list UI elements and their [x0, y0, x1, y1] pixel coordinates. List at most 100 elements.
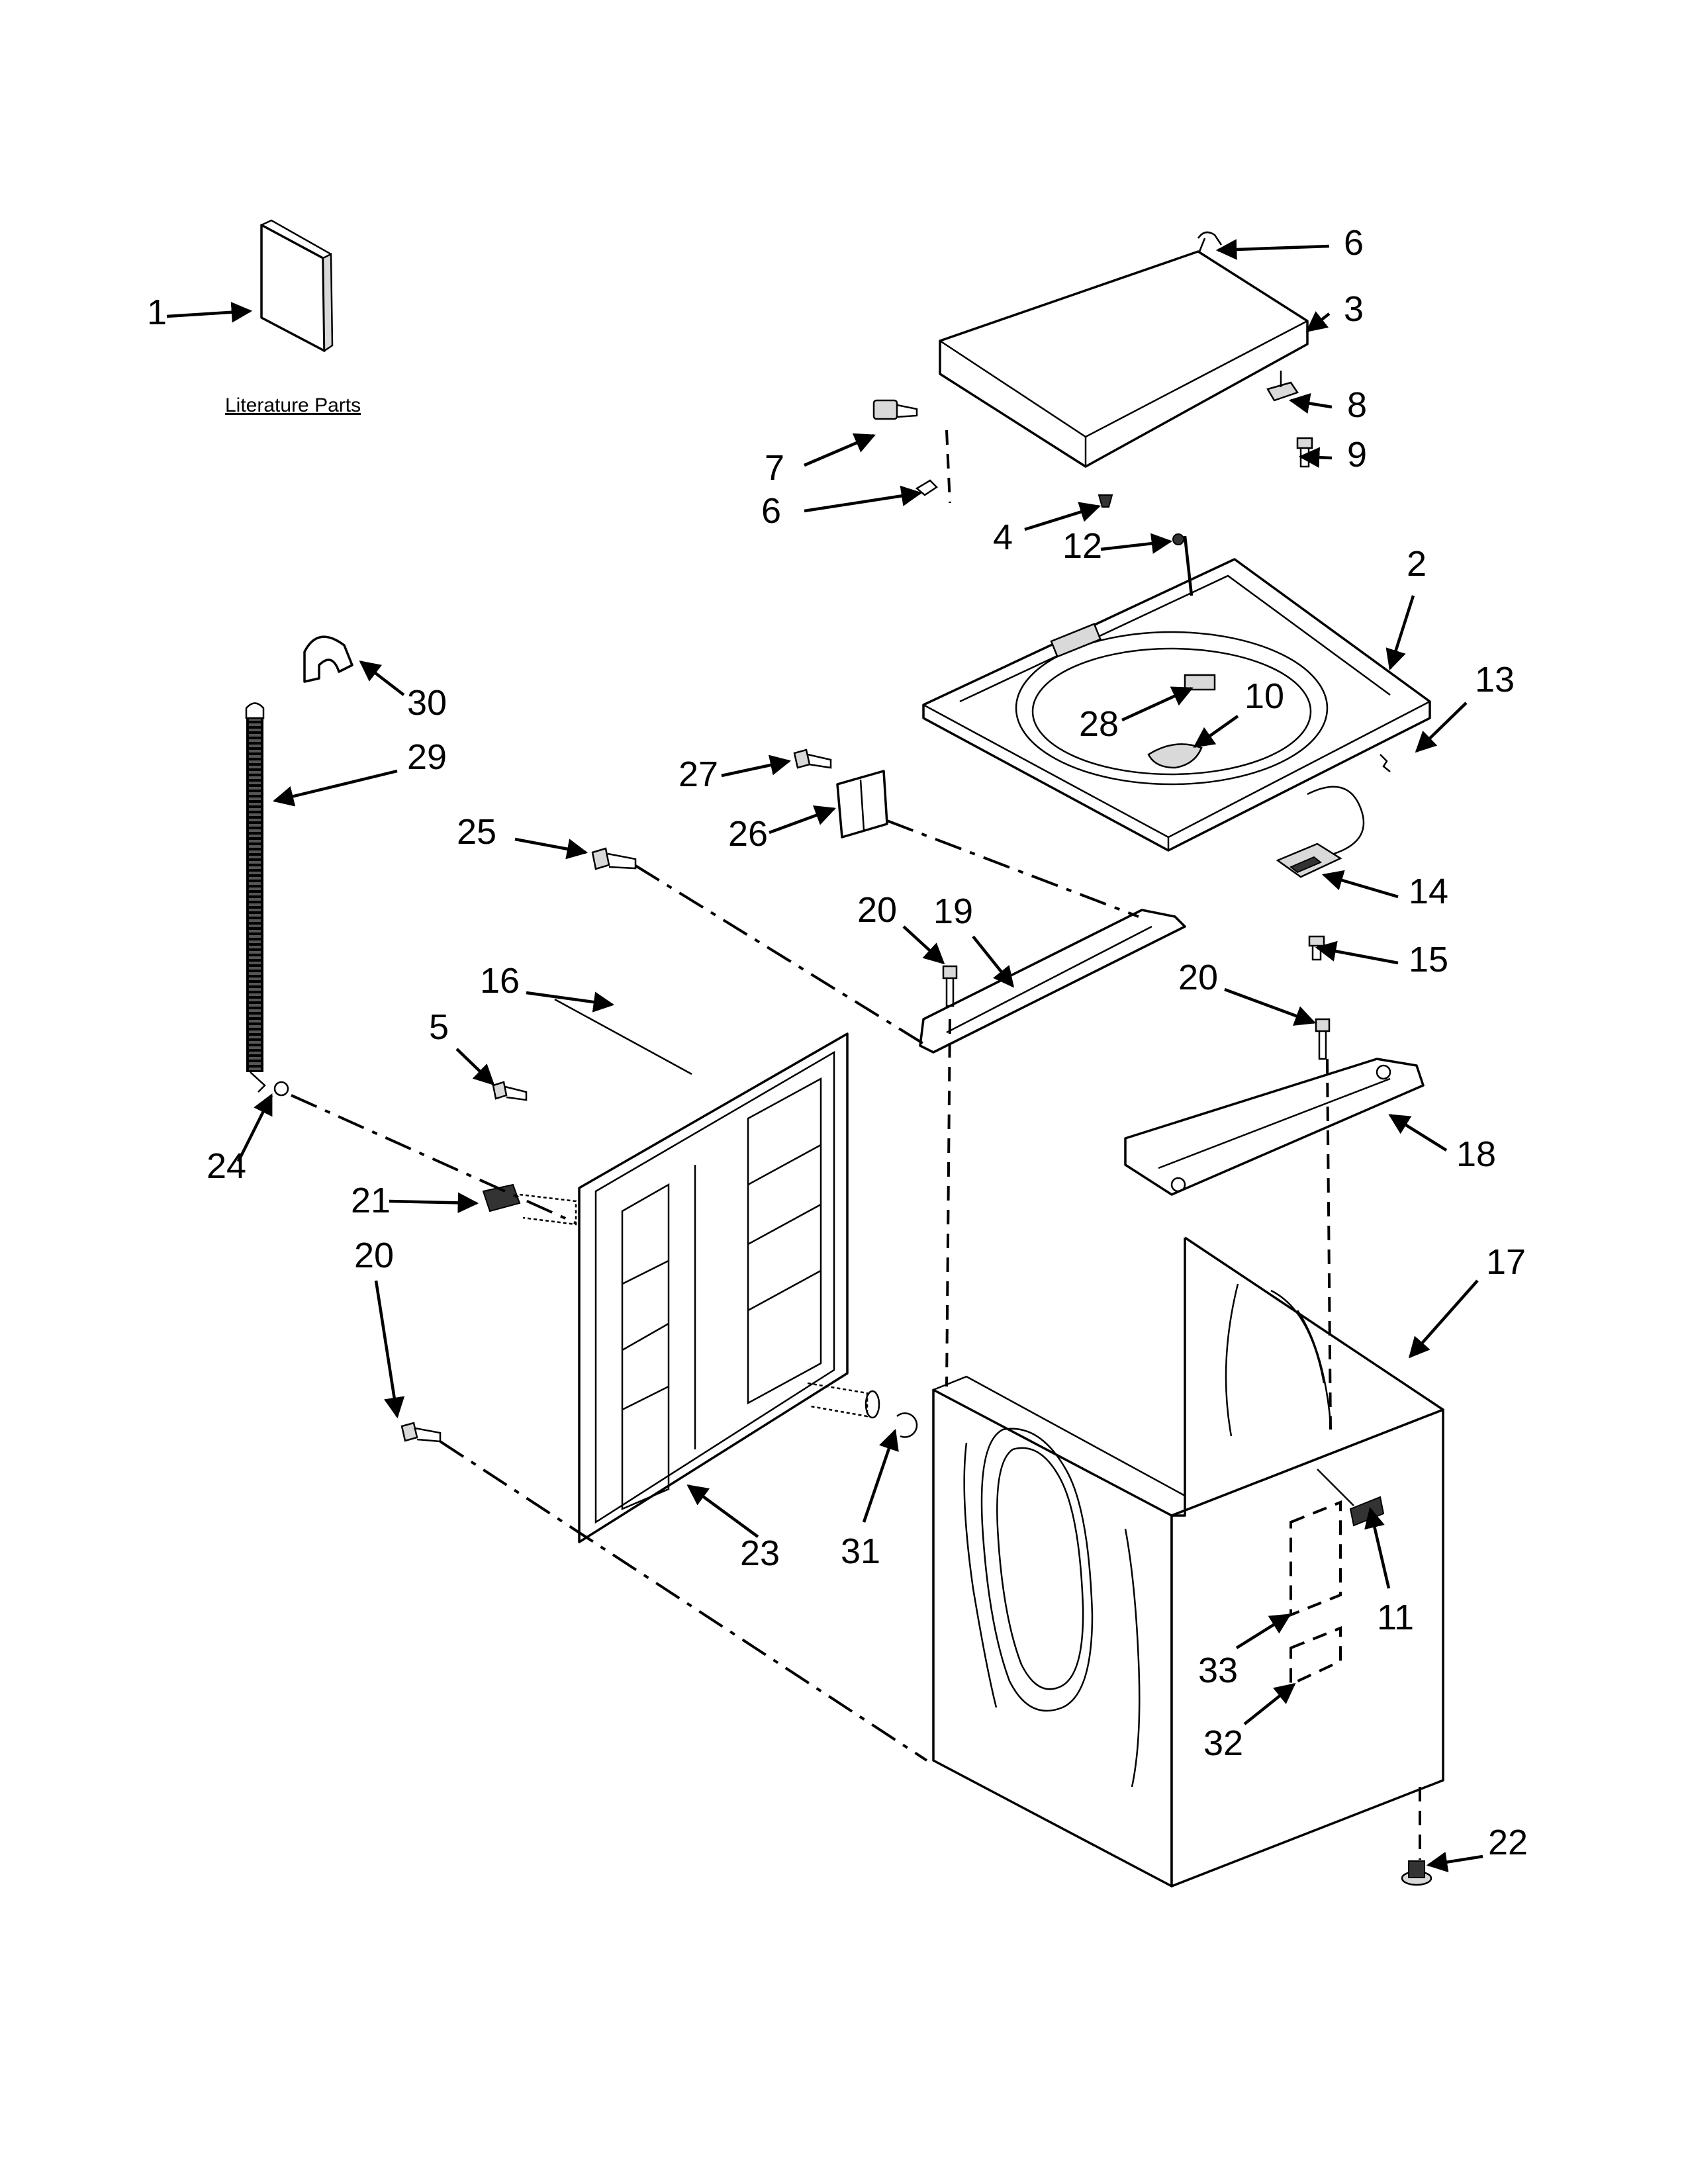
callout-leader [804, 485, 923, 513]
callout-number: 33 [1198, 1651, 1238, 1690]
callout-number: 1 [147, 293, 167, 332]
screw-20-top [942, 965, 958, 1007]
callout-number: 29 [407, 737, 447, 777]
callout-leader [1024, 502, 1102, 531]
callout-number: 19 [933, 891, 973, 931]
callout-number: 7 [765, 448, 784, 488]
lid-switch [1276, 786, 1365, 878]
callout-leader [804, 433, 876, 467]
callout-leader [862, 1429, 899, 1523]
callout-number: 6 [1344, 223, 1364, 263]
callout-leader [1385, 595, 1415, 671]
fabric-softener-cup [1147, 743, 1203, 769]
callout-number: 5 [429, 1007, 449, 1047]
callout-leader [166, 302, 253, 323]
water-inlet [482, 1183, 577, 1226]
latch-screw [1296, 437, 1313, 468]
callout-leader [1426, 1852, 1483, 1873]
callout-leader [1224, 987, 1316, 1026]
callout-number: 20 [354, 1236, 394, 1275]
cabinet [932, 1236, 1444, 1888]
callout-leader [389, 1192, 479, 1214]
hinge-pin-top [1197, 231, 1223, 252]
callout-number: 9 [1347, 435, 1367, 475]
callout-leader [1100, 533, 1173, 554]
callout-number: 30 [407, 683, 447, 723]
callout-leader [769, 805, 836, 835]
callout-number: 32 [1203, 1723, 1243, 1763]
screw-20-left [400, 1422, 442, 1443]
callout-number: 14 [1409, 872, 1448, 911]
callout-number: 4 [993, 518, 1013, 557]
clamp-31 [896, 1412, 918, 1438]
callout-leader [526, 991, 615, 1013]
lid [939, 250, 1309, 468]
drain-hose-guide [303, 635, 353, 683]
callout-number: 27 [679, 754, 718, 794]
callout-number: 21 [351, 1181, 391, 1220]
rear-panel [578, 1032, 849, 1543]
callout-number: 18 [1456, 1134, 1496, 1174]
drain-hose [245, 702, 266, 1093]
callout-leader [972, 935, 1014, 988]
callout-leader [1315, 940, 1399, 965]
callout-number: 15 [1409, 940, 1448, 979]
callout-leader [1243, 1683, 1296, 1725]
callout-number: 23 [740, 1533, 780, 1573]
callout-number: 2 [1407, 544, 1427, 584]
callout-leader [272, 769, 398, 807]
tie-wire [554, 998, 692, 1075]
front-brace [919, 909, 1186, 1054]
callout-leader [1388, 1114, 1448, 1152]
lid-bumper [1098, 494, 1113, 508]
callout-leader [1288, 392, 1333, 414]
callout-number: 8 [1347, 385, 1367, 425]
hinge-bolt [872, 399, 918, 420]
callout-number: 16 [480, 961, 520, 1001]
callout-number: 17 [1486, 1242, 1526, 1282]
callout-number: 31 [841, 1531, 880, 1571]
callout-number: 3 [1344, 289, 1364, 329]
callout-leader [1415, 702, 1468, 753]
callout-number: 11 [1377, 1598, 1414, 1637]
drain-outlet [807, 1382, 880, 1419]
callout-number: 20 [857, 890, 897, 930]
wire-clip [1380, 754, 1391, 772]
literature-booklet [260, 219, 334, 353]
callout-leader [374, 1280, 405, 1419]
callout-number: 25 [457, 812, 496, 852]
assembly-lines [291, 430, 1421, 1860]
callout-leader [686, 1484, 759, 1538]
screw-5 [492, 1081, 528, 1101]
callout-leader [1298, 447, 1333, 468]
callout-leader [236, 1093, 273, 1163]
lid-latch [1266, 371, 1299, 402]
callout-leader [721, 754, 792, 778]
callout-number: 12 [1062, 526, 1102, 566]
grommet [1172, 533, 1184, 545]
callout-leader [1408, 1279, 1479, 1359]
callout-leader [1364, 1506, 1391, 1589]
callout-leader [1215, 239, 1330, 260]
top-panel [922, 558, 1431, 852]
callout-leader [1193, 715, 1239, 748]
callout-number: 20 [1178, 958, 1218, 997]
screw-27 [793, 749, 832, 769]
callout-number: 24 [207, 1146, 246, 1186]
label-outline-32 [1289, 1626, 1342, 1687]
callout-leader [1321, 870, 1399, 899]
callout-leader [455, 1048, 495, 1086]
callout-leader [1235, 1614, 1291, 1649]
rear-brace [1124, 1058, 1425, 1196]
callout-number: 6 [761, 491, 781, 531]
hose-clamp [273, 1081, 289, 1097]
callout-number: 22 [1488, 1823, 1528, 1862]
callout-number: 28 [1079, 704, 1119, 744]
callout-number: 26 [728, 814, 768, 854]
callout-leader [359, 660, 405, 696]
label-pad [1184, 674, 1216, 691]
callout-number: 10 [1244, 676, 1284, 716]
leveling-foot [1401, 1860, 1432, 1886]
